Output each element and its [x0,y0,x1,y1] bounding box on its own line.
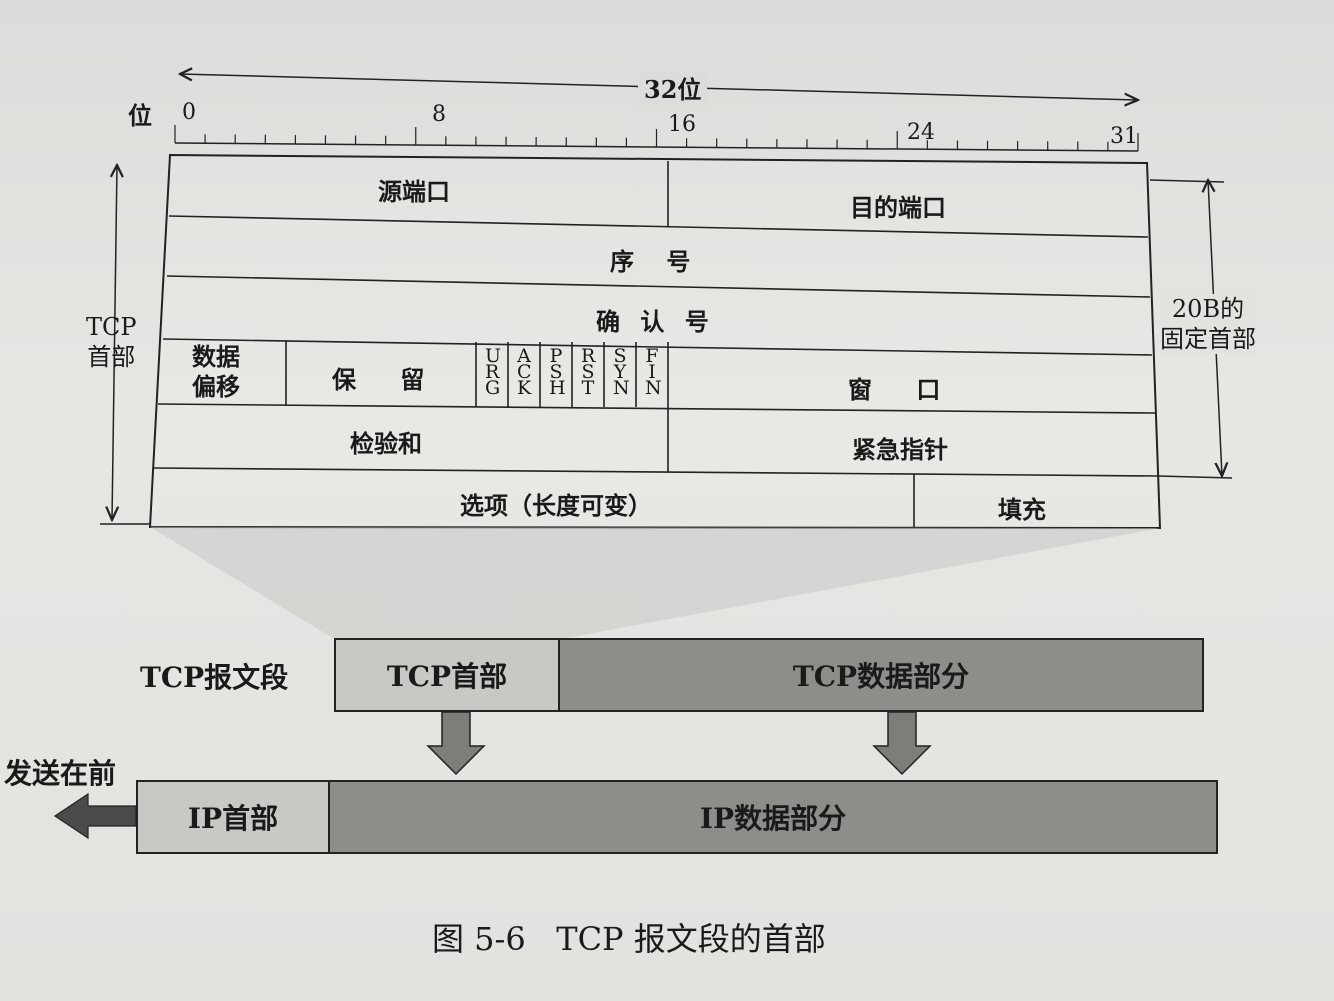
tcp-segment-data-text: TCP数据部分 [792,660,970,693]
bit-tick-16: 16 [668,112,696,137]
flag-rst: RST [578,345,598,399]
flag-fin: FIN [642,345,662,399]
field-dest-port: 目的端口 [850,193,946,222]
tcp-segment-label: TCP报文段 [140,661,289,694]
send-first-label: 发送在前 [4,757,117,790]
bit-tick-31: 31 [1110,124,1138,149]
flag-urg-text: URG [485,345,502,399]
flag-psh-text: PSH [549,345,566,399]
bit-tick-8: 8 [432,102,446,127]
bit-tick-24: 24 [907,120,935,145]
flag-syn: SYN [610,345,630,399]
flag-fin-text: FIN [645,345,662,399]
header-grid [153,161,1159,528]
ip-packet-header: IP首部 [138,782,330,852]
down-arrow-data [872,711,932,776]
flag-syn-text: SYN [613,345,630,399]
flag-urg: URG [482,345,502,399]
ruler-ticks [174,125,1139,151]
tcp-segment-header-text: TCP首部 [386,660,508,693]
flag-rst-text: RST [581,345,596,399]
flag-psh: PSH [546,345,566,399]
ip-packet-data: IP数据部分 [330,782,1216,852]
flag-ack-text: ACK [517,345,532,399]
ip-packet-header-text: IP首部 [187,802,279,835]
field-urgent-pointer: 紧急指针 [852,435,948,464]
field-padding: 填充 [998,495,1046,524]
field-ack-number: 确 认 号 [596,307,715,336]
field-data-offset: 数据 偏移 [192,342,240,401]
header-projection [150,527,1160,640]
tcp-segment-data: TCP数据部分 [560,640,1202,710]
bit-width-label: 32位 [638,70,708,105]
send-first-arrow [53,792,137,840]
bit-unit-label: 位 [128,101,152,130]
down-arrow-header [426,711,486,776]
tcp-segment-header: TCP首部 [336,640,560,710]
ip-packet-bar: IP首部 IP数据部分 [136,780,1218,854]
field-checksum: 检验和 [350,429,422,458]
tcp-header-span-arrow [100,165,150,525]
field-reserved: 保 留 [332,365,443,394]
flag-ack: ACK [514,345,534,399]
tcp-header-brace-label: TCP 首部 [86,313,137,371]
figure-caption: 图 5-6 TCP 报文段的首部 [432,920,826,958]
tcp-segment-bar: TCP首部 TCP数据部分 [334,638,1204,712]
field-sequence-number: 序 号 [610,247,703,276]
ip-packet-data-text: IP数据部分 [699,802,847,835]
bit-tick-0: 0 [182,100,196,125]
field-source-port: 源端口 [378,177,450,206]
field-options: 选项（长度可变） [460,491,652,520]
fixed-header-brace-label: 20B的 固定首部 [1160,294,1256,354]
field-window: 窗 口 [848,375,959,404]
